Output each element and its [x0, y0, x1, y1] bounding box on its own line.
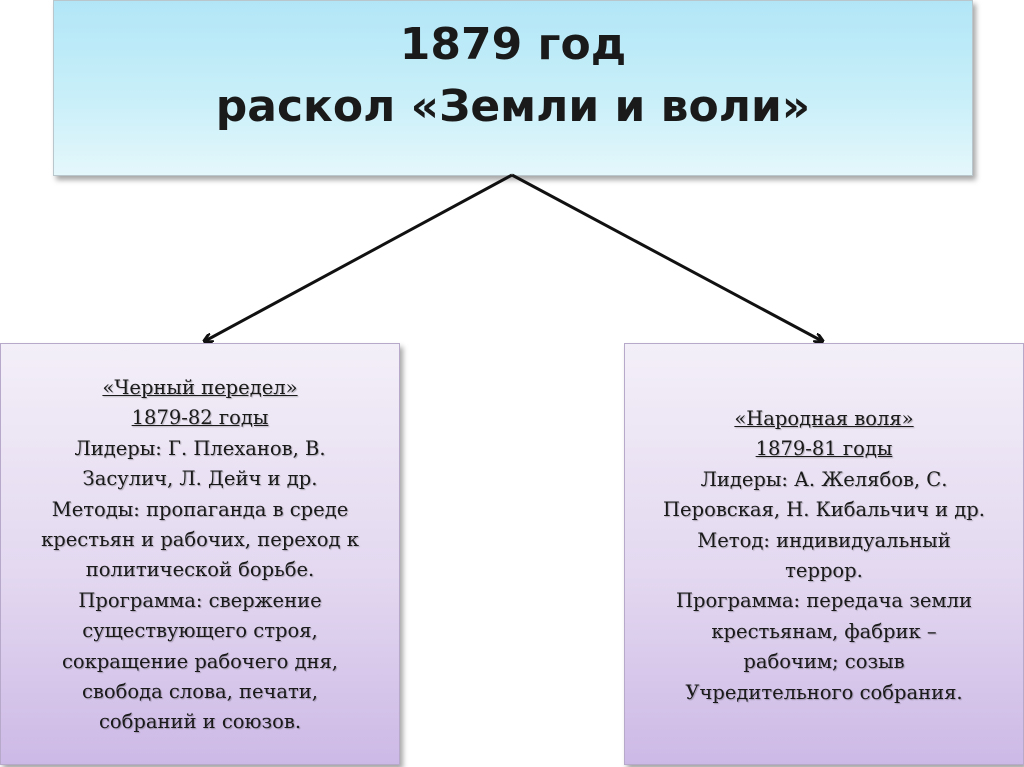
peoples-will-line: Метод: индивидуальный [697, 528, 951, 552]
black-repartition-line: сокращение рабочего дня, [61, 649, 339, 673]
peoples-will-line: крестьянам, фабрик – [711, 619, 937, 643]
black-repartition-line: Методы: пропаганда в среде [51, 497, 349, 521]
peoples-will-line: Программа: передача земли [676, 589, 972, 613]
arrow-right [511, 173, 822, 341]
black-repartition-line: собраний и союзов. [98, 710, 302, 734]
black-repartition-line: существующего строя, [82, 619, 318, 643]
peoples-will-line: террор. [785, 559, 863, 583]
peoples-will-years: 1879-81 годы [755, 437, 893, 461]
peoples-will-name: «Народная воля» [734, 407, 914, 430]
black-repartition-line: Программа: свержение [78, 588, 322, 612]
black-repartition-name: «Черный передел» [102, 376, 298, 399]
black-repartition-line: крестьян и рабочих, переход к [41, 528, 359, 552]
peoples-will-line: Лидеры: А. Желябов, С. [700, 467, 948, 491]
black-repartition-line: политической борьбе. [85, 558, 315, 582]
arrow-left [205, 173, 513, 341]
title-event: раскол «Земли и воли» [215, 81, 811, 132]
title-year: 1879 год [399, 19, 627, 70]
black-repartition-line: Засулич, Л. Дейч и др. [82, 467, 318, 491]
peoples-will-line: Учредительного собрания. [685, 680, 963, 704]
black-repartition-box: «Черный передел» 1879-82 годы Лидеры: Г.… [0, 343, 400, 765]
peoples-will-line: Перовская, Н. Кибальчич и др. [663, 498, 985, 522]
peoples-will-line: рабочим; созыв [743, 650, 905, 674]
black-repartition-line: свобода слова, печати, [81, 680, 319, 704]
title-box: 1879 год раскол «Земли и воли» [53, 0, 973, 176]
black-repartition-line: Лидеры: Г. Плеханов, В. [74, 436, 326, 460]
peoples-will-box: «Народная воля» 1879-81 годы Лидеры: А. … [624, 343, 1024, 765]
black-repartition-years: 1879-82 годы [131, 406, 269, 430]
